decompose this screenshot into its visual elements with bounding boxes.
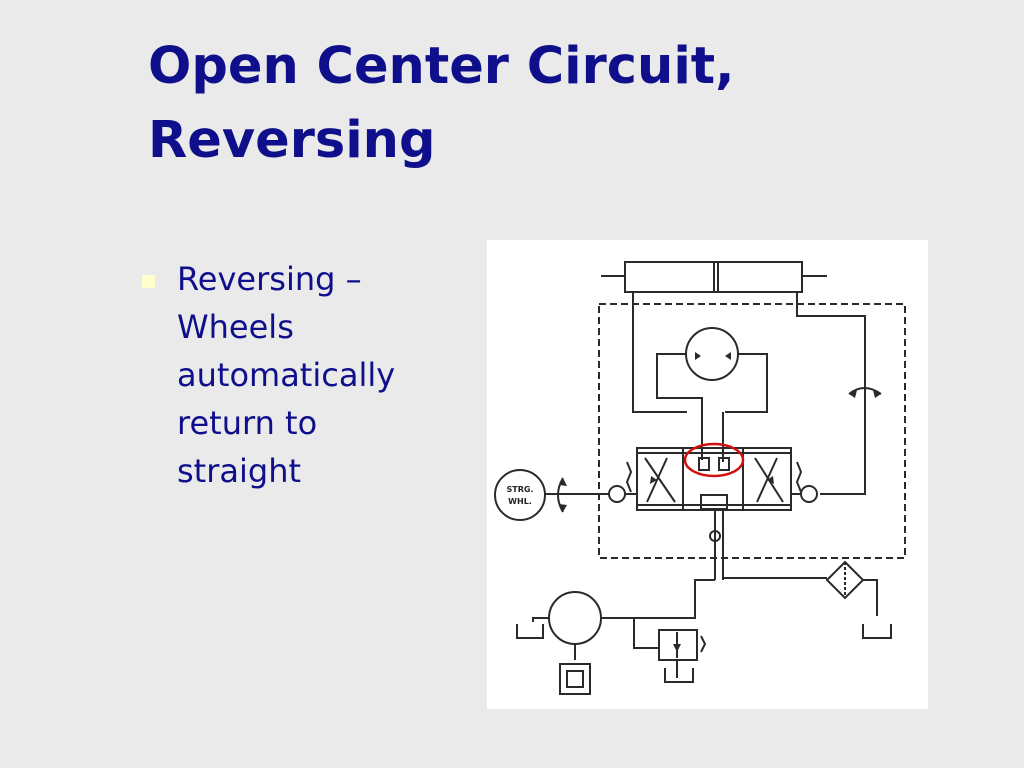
tank-right [862,624,892,639]
bullet-line-5: straight [177,452,302,490]
relief-valve [633,618,707,683]
bullet-item: Reversing – Wheels automatically return … [177,255,427,495]
metering-motor [632,326,768,462]
steering-wheel [494,469,609,521]
bullet-line-3: automatically [177,356,396,394]
tank-bottom [664,668,694,683]
slide-title: Open Center Circuit, Reversing [148,30,948,178]
tank-left [516,624,544,639]
highlight-ellipse [683,442,745,478]
steering-wheel-label-line-1: STRG. [507,485,534,494]
title-line-1: Open Center Circuit, [148,37,735,96]
pump [516,579,715,695]
hydraulic-circuit-diagram: STRG. WHL. [487,240,928,709]
dashed-enclosure [598,303,906,559]
bullet-line-4: return to [177,404,318,442]
bullet-line-1: Reversing – [177,260,362,298]
steering-valve [625,447,803,580]
circuit-svg: STRG. WHL. [494,261,906,695]
bullet-square-icon [142,275,155,288]
bullet-line-2: Wheels [177,308,294,346]
cylinder [601,261,827,293]
title-line-2: Reversing [148,111,436,170]
steering-wheel-label-line-2: WHL. [508,497,532,506]
